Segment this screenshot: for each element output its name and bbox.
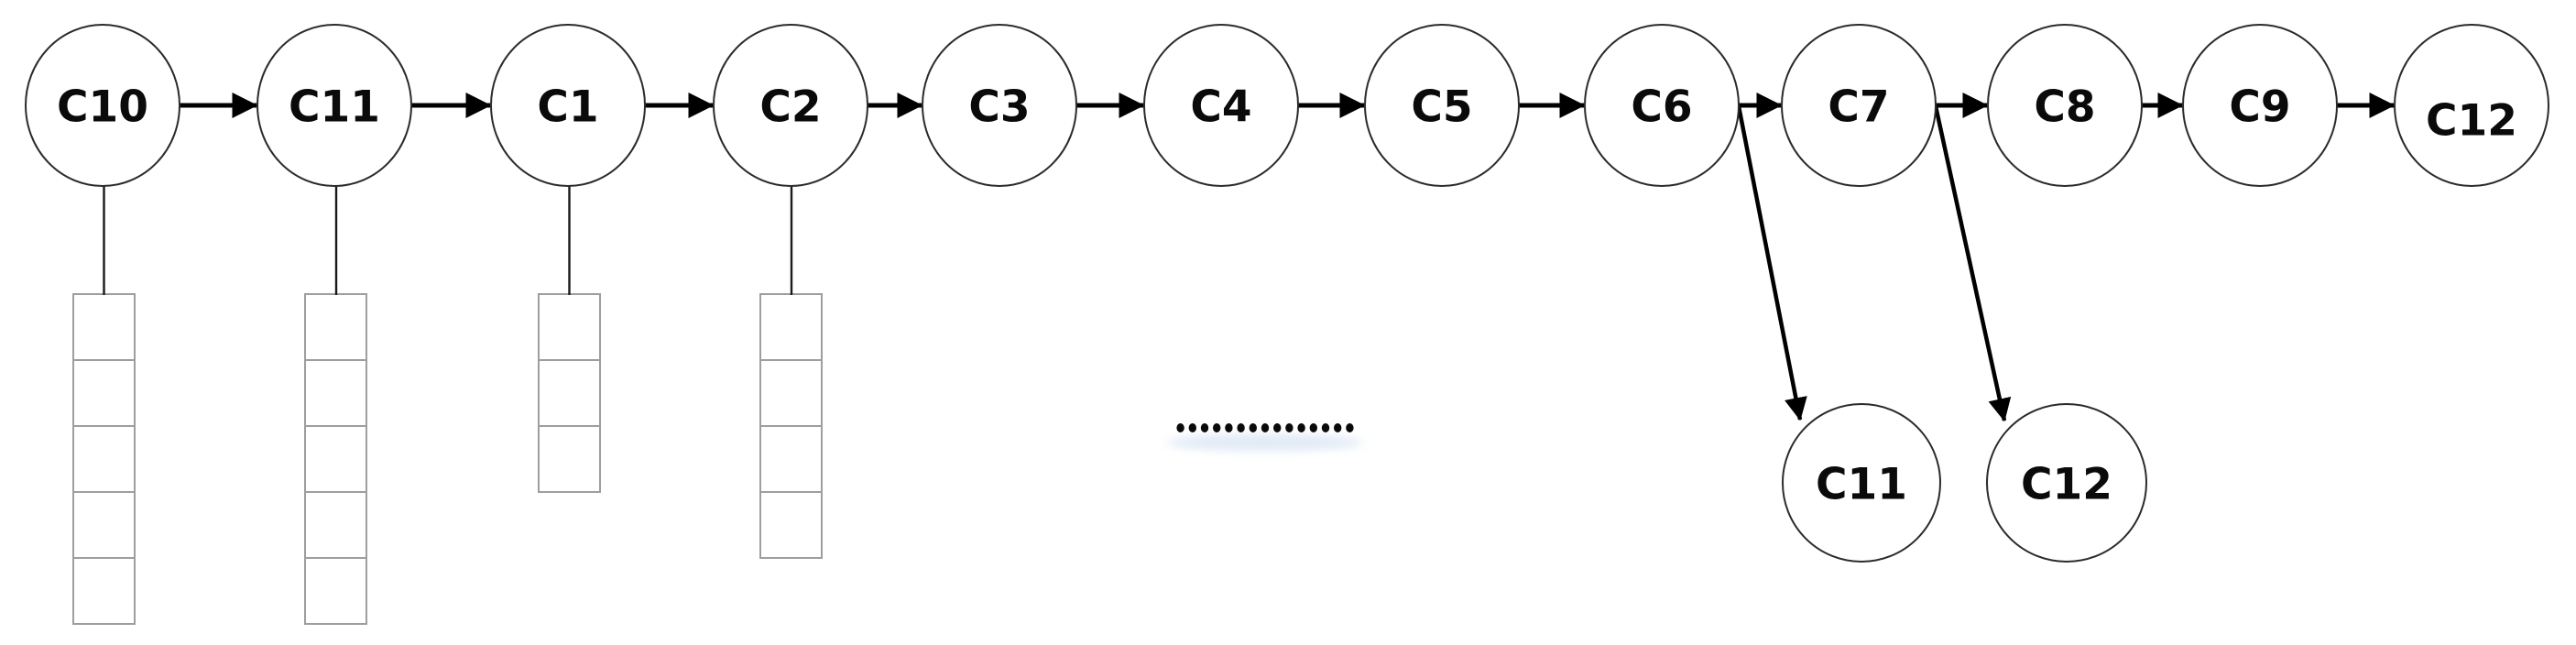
top-node-ellipse-c10 xyxy=(25,24,180,187)
top-node-ellipse-c3 xyxy=(922,24,1077,187)
node-ellipse-lower-c11 xyxy=(1782,403,1941,563)
top-node-label-c1: C1 xyxy=(537,82,598,133)
top-node-label-c9: C9 xyxy=(2229,82,2290,133)
stack-cell-c1-3 xyxy=(538,425,601,493)
stack-cell-c2-1 xyxy=(759,293,823,361)
top-node-label-c10: C10 xyxy=(57,82,148,133)
node-ellipse-lower-c12 xyxy=(1986,403,2147,563)
top-node-ellipse-c9 xyxy=(2182,24,2338,187)
ellipsis-dot-12 xyxy=(1309,423,1318,432)
ellipsis-dot-8 xyxy=(1261,423,1270,432)
ellipsis-dot-9 xyxy=(1273,423,1282,432)
diagonal-arrow-c7-to-lower-c12 xyxy=(1933,105,2012,422)
top-node-label-c5: C5 xyxy=(1411,82,1472,133)
ellipsis-dot-5 xyxy=(1225,423,1233,432)
ellipsis-dot-3 xyxy=(1200,423,1209,432)
top-node-ellipse-c5 xyxy=(1364,24,1520,187)
ellipsis-dot-14 xyxy=(1334,423,1342,432)
top-node-ellipse-c6 xyxy=(1584,24,1740,187)
ellipsis-dot-2 xyxy=(1188,423,1197,432)
top-node-label-c2: C2 xyxy=(759,82,821,133)
ellipsis-dot-7 xyxy=(1249,423,1258,432)
stack-cell-c1-2 xyxy=(538,359,601,427)
stack-cell-c10-2 xyxy=(72,359,136,427)
top-node-label-c7: C7 xyxy=(1828,82,1889,133)
stack-cell-c2-4 xyxy=(759,491,823,559)
ellipsis-shadow xyxy=(1167,434,1363,451)
top-node-label-c8: C8 xyxy=(2034,82,2095,133)
top-node-ellipse-c12 xyxy=(2394,24,2549,187)
stack-cell-c10-3 xyxy=(72,425,136,493)
top-node-label-c3: C3 xyxy=(968,82,1030,133)
ellipsis-dot-15 xyxy=(1346,423,1354,432)
stack-cell-c1-1 xyxy=(538,293,601,361)
stack-cell-c11-1 xyxy=(304,293,367,361)
stack-cell-c11-5 xyxy=(304,557,367,625)
top-node-label-c11: C11 xyxy=(289,82,380,133)
diagonal-arrow-c6-to-lower-c11 xyxy=(1736,105,1807,421)
ellipsis-dot-4 xyxy=(1213,423,1221,432)
ellipsis-dot-1 xyxy=(1176,423,1184,432)
top-node-label-c12: C12 xyxy=(2426,96,2517,147)
stack-cell-c10-1 xyxy=(72,293,136,361)
stack-cell-c11-2 xyxy=(304,359,367,427)
top-node-ellipse-c4 xyxy=(1143,24,1299,187)
ellipsis-dot-11 xyxy=(1297,423,1305,432)
top-node-label-c4: C4 xyxy=(1190,82,1251,133)
top-node-ellipse-c2 xyxy=(713,24,868,187)
stack-cell-c11-4 xyxy=(304,491,367,559)
top-node-label-c6: C6 xyxy=(1631,82,1692,133)
stack-cell-c11-3 xyxy=(304,425,367,493)
ellipsis-dot-13 xyxy=(1321,423,1330,432)
stack-cell-c2-3 xyxy=(759,425,823,493)
ellipsis-dot-6 xyxy=(1237,423,1245,432)
top-node-ellipse-c7 xyxy=(1781,24,1937,187)
stack-cell-c10-5 xyxy=(72,557,136,625)
ellipsis-dot-10 xyxy=(1285,423,1293,432)
node-label-lower-c12: C12 xyxy=(2021,460,2112,510)
stack-cell-c2-2 xyxy=(759,359,823,427)
stack-cell-c10-4 xyxy=(72,491,136,559)
node-label-lower-c11: C11 xyxy=(1816,460,1907,510)
top-node-ellipse-c8 xyxy=(1987,24,2143,187)
top-node-ellipse-c11 xyxy=(257,24,412,187)
top-node-ellipse-c1 xyxy=(490,24,646,187)
